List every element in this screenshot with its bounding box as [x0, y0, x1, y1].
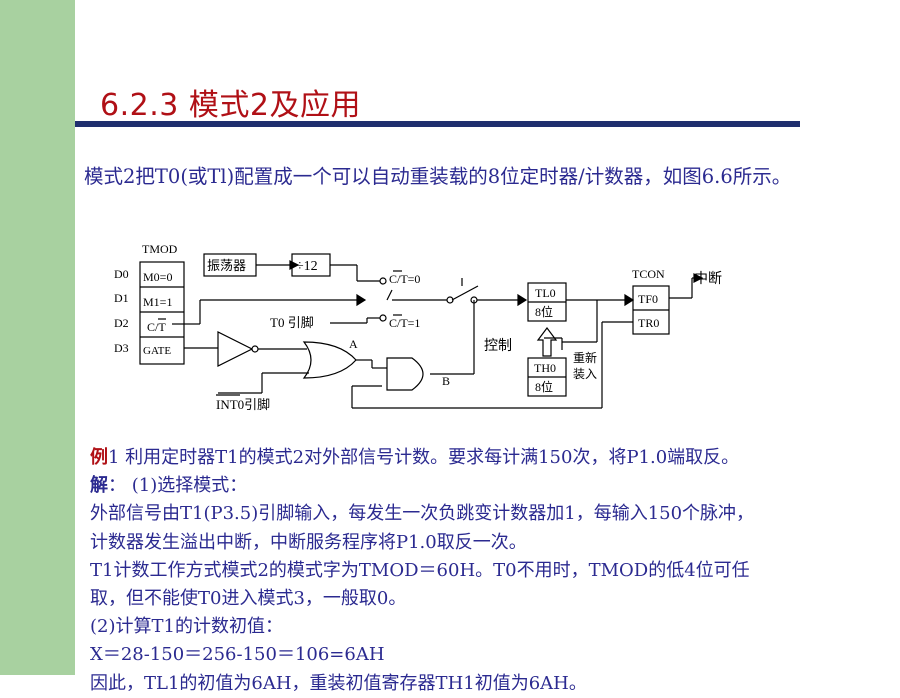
reload-label-1: 重新 [573, 350, 597, 365]
solution-step-1: ： (1)选择模式： [108, 475, 248, 497]
bit-d3: D3 [114, 341, 129, 355]
th0-bits: 8位 [535, 379, 553, 394]
t0-pin-label: T0 引脚 [270, 315, 314, 330]
and-gate-b [386, 357, 424, 391]
tl0-label: TL0 [535, 286, 556, 300]
int0-pin-label: INT0引脚 [216, 397, 270, 412]
gate-a-label: A [349, 337, 358, 351]
example-line-9: 因此，TL1的初值为6AH，重装初值寄存器TH1初值为6AH。 [90, 672, 587, 694]
example-line-6: 取，但不能使T0进入模式3，一般取0。 [90, 588, 407, 610]
reload-arrow [536, 327, 558, 357]
tl0-bits: 8位 [535, 304, 553, 319]
gate-b-label: B [442, 374, 450, 388]
tmod-field-ct: C/T [147, 320, 166, 334]
tmod-box [139, 261, 185, 365]
title-underline [75, 121, 800, 127]
switch-upper-label: C/T=0 [389, 272, 420, 286]
tmod-field-m1: M1=1 [143, 295, 172, 309]
example-line-1: 例1 利用定时器T1的模式2对外部信号计数。要求每计满150次，将P1.0端取反… [90, 444, 890, 472]
tmod-field-m0: M0=0 [143, 270, 172, 284]
solution-label: 解 [90, 475, 108, 497]
tcon-field-tf0: TF0 [638, 292, 658, 306]
example-line-5: T1计数工作方式模式2的模式字为TMOD＝60H。T0不用时，TMOD的低4位可… [90, 559, 750, 581]
example-line-2: 解： (1)选择模式： [90, 472, 890, 500]
bit-d0: D0 [114, 267, 129, 281]
or-gate-a [302, 341, 357, 379]
interrupt-label: 中断 [694, 271, 722, 287]
oscillator-label: 振荡器 [207, 258, 246, 273]
intro-paragraph: 模式2把T0(或Tl)配置成一个可以自动重装载的8位定时器/计数器，如图6.6所… [84, 165, 792, 188]
slide-panel [75, 0, 900, 675]
tcon-field-tr0: TR0 [638, 316, 659, 330]
tcon-label: TCON [632, 267, 665, 281]
tmod-label: TMOD [142, 242, 178, 256]
divider-label: ÷12 [296, 259, 318, 274]
example-line-7: (2)计算T1的计数初值： [90, 616, 283, 638]
example-line-4: 计数器发生溢出中断，中断服务程序将P1.0取反一次。 [90, 531, 527, 553]
bit-d1: D1 [114, 291, 129, 305]
inverter-gate [217, 331, 254, 367]
bit-d2: D2 [114, 316, 129, 330]
tmod-field-gate: GATE [143, 345, 171, 357]
reload-label-2: 装入 [573, 367, 597, 381]
switch-lower-label: C/T=1 [389, 316, 420, 330]
mode2-diagram: TMOD M0=0 M1=1 C/T GATE D0 D1 D2 D3 振荡器 … [114, 242, 722, 412]
slide-title: 6.2.3 模式2及应用 [100, 88, 361, 123]
example-line-8: X＝28-150＝256-150＝106=6AH [90, 644, 385, 666]
example-line-3: 外部信号由T1(P3.5)引脚输入，每发生一次负跳变计数器加1，每输入150个脉… [90, 503, 755, 525]
example-text: 1 利用定时器T1的模式2对外部信号计数。要求每计满150次，将P1.0端取反。 [108, 447, 740, 468]
control-label: 控制 [484, 338, 512, 354]
th0-label: TH0 [534, 361, 556, 375]
example-label: 例 [90, 447, 108, 468]
example-section: 例1 利用定时器T1的模式2对外部信号计数。要求每计满150次，将P1.0端取反… [90, 444, 890, 698]
